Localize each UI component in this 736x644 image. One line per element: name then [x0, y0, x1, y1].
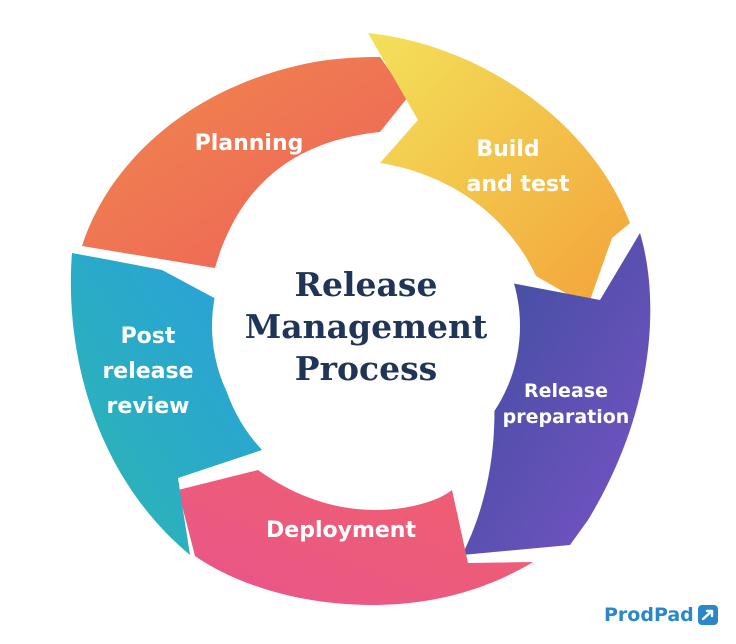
stage-planning-segment	[82, 57, 408, 268]
stage-build-segment	[368, 33, 630, 306]
stage-label-post-line2: release	[102, 359, 193, 384]
brand-logo: ProdPad	[604, 604, 718, 626]
prodpad-logo-icon	[697, 605, 718, 625]
stage-label-deployment: Deployment	[266, 518, 416, 543]
center-title-line1: Release	[295, 265, 438, 304]
stage-label-build-line1: Build	[476, 137, 539, 162]
stage-label-planning: Planning	[195, 131, 304, 156]
stage-label-release-line2: preparation	[503, 406, 630, 428]
stage-label-release-line1: Release	[524, 380, 608, 402]
center-title-line3: Process	[295, 349, 437, 388]
brand-name: ProdPad	[604, 604, 694, 626]
stage-label-build-line2: and test	[467, 172, 570, 197]
stage-label-post-line3: review	[107, 394, 190, 419]
stage-label-post-line1: Post	[121, 324, 176, 349]
center-title-line2: Management	[245, 307, 488, 346]
center-circle	[212, 172, 520, 480]
stage-deployment-segment	[178, 470, 533, 605]
